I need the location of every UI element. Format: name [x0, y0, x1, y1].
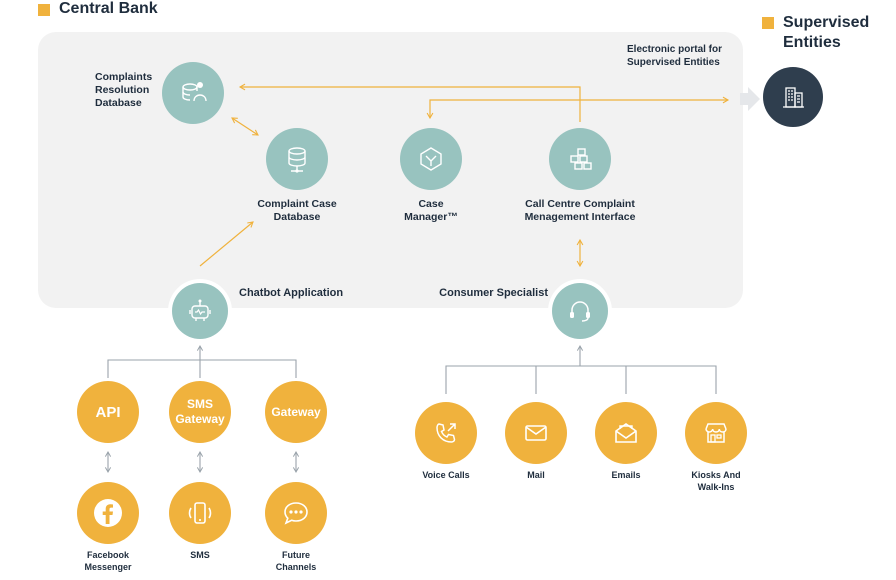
- sms-node[interactable]: [169, 482, 231, 544]
- complaint-case-db-label: Complaint Case Database: [257, 198, 337, 223]
- mail-node[interactable]: [505, 402, 567, 464]
- blocks-icon: [570, 148, 592, 170]
- phone-vibrate-icon: [188, 502, 212, 524]
- emails-label: Emails: [611, 470, 641, 480]
- api-node[interactable]: API: [77, 381, 139, 443]
- central-bank-title: Central Bank: [59, 0, 158, 17]
- facebook-messenger-label: Facebook Messenger: [84, 550, 132, 572]
- gateway-node[interactable]: Gateway: [265, 381, 327, 443]
- consumer-specialist-label: Consumer Specialist: [439, 287, 548, 299]
- case-manager-node[interactable]: [400, 128, 462, 190]
- portal-label: Electronic portal for Supervised Entitie…: [627, 44, 723, 68]
- headset-icon: [570, 301, 590, 322]
- call-centre-interface-label: Call Centre Complaint Menagement Interfa…: [524, 198, 636, 223]
- supervised-entities-title: Supervised Entities: [783, 14, 870, 51]
- consumer-specialist-node[interactable]: [552, 283, 608, 339]
- sms-gateway-node[interactable]: SMS Gateway: [169, 381, 231, 443]
- api-label: API: [95, 403, 121, 421]
- phone-call-icon: [436, 423, 456, 443]
- voice-calls-node[interactable]: [415, 402, 477, 464]
- legend-swatch: [38, 4, 50, 16]
- envelope-icon: [525, 425, 547, 441]
- kiosks-node[interactable]: [685, 402, 747, 464]
- future-channels-node[interactable]: [265, 482, 327, 544]
- mail-label: Mail: [527, 470, 545, 480]
- complaint-case-db-node[interactable]: [266, 128, 328, 190]
- supervised-entities-node[interactable]: [763, 67, 823, 127]
- database-user-icon: [182, 82, 207, 102]
- open-envelope-icon: [615, 423, 637, 443]
- chatbot-label: Chatbot Application: [239, 287, 344, 299]
- call-centre-interface-node[interactable]: [549, 128, 611, 190]
- complaints-resolution-db-node[interactable]: [162, 62, 224, 124]
- gateway-label: Gateway: [271, 404, 321, 419]
- case-manager-label: Case Manager™: [404, 198, 458, 223]
- complaints-resolution-db-label: Complaints Resolution Database: [95, 71, 153, 109]
- facebook-messenger-node[interactable]: [77, 482, 139, 544]
- building-icon: [783, 87, 804, 108]
- central-bank-legend: Central Bank: [38, 0, 158, 18]
- chatbot-node[interactable]: [172, 283, 228, 339]
- kiosks-label: Kiosks And Walk-Ins: [691, 470, 741, 492]
- future-channels-label: Future Channels: [275, 550, 317, 572]
- legend-swatch: [762, 17, 774, 29]
- voice-calls-label: Voice Calls: [422, 470, 470, 480]
- facebook-icon: [94, 499, 122, 527]
- emails-node[interactable]: [595, 402, 657, 464]
- chat-bubble-icon: [284, 502, 308, 525]
- sms-label: SMS: [190, 550, 210, 560]
- database-icon: [288, 147, 306, 173]
- case-manager-icon: [420, 147, 442, 171]
- storefront-icon: [705, 423, 727, 443]
- central-bank-panel: [38, 32, 743, 308]
- sms-gateway-label: SMS Gateway: [175, 397, 225, 426]
- supervised-entities-legend: Supervised Entities: [762, 13, 869, 53]
- robot-icon: [189, 299, 211, 321]
